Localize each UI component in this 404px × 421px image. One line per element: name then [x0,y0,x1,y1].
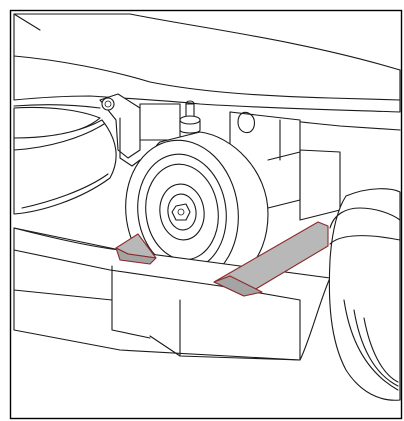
brush-housing [328,188,401,401]
wheel-chock-left [115,233,157,265]
left-housing [13,106,117,215]
wheel-chock-right [213,221,329,297]
adjusting-screw [179,100,201,134]
bracket-bolt-icon [103,99,113,110]
mounting-bracket [99,93,141,167]
hub-nut-icon [171,203,191,221]
